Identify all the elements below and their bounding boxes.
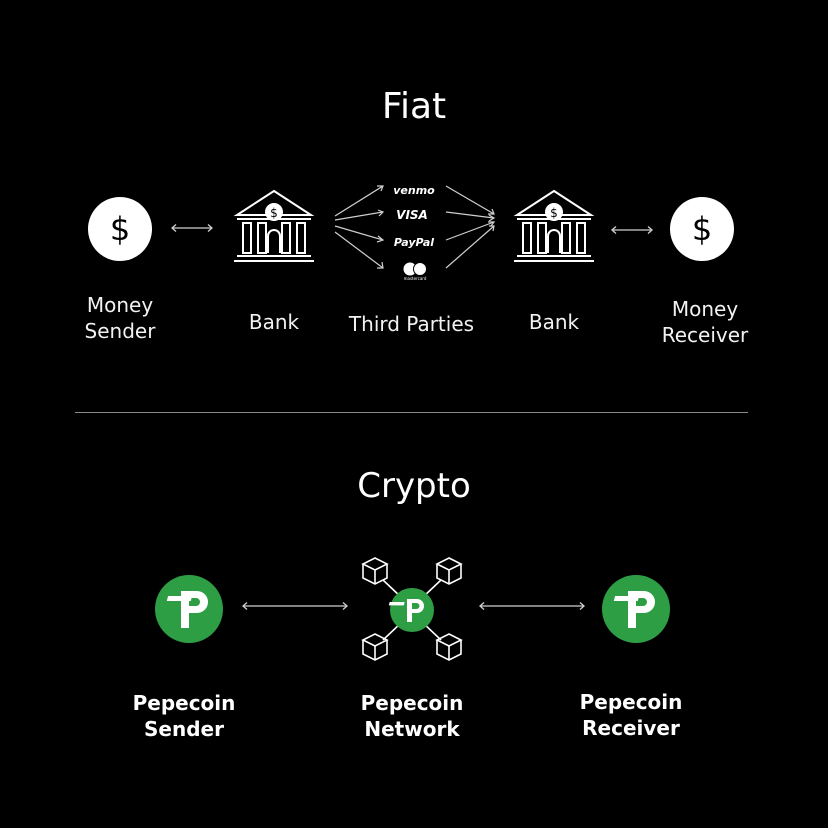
- pepecoin-sender-line1: Pepecoin: [132, 691, 236, 715]
- arrow-sender-network: [242, 602, 348, 610]
- svg-text:$: $: [550, 206, 558, 220]
- pepecoin-receiver-logo-icon: [602, 575, 670, 643]
- money-receiver-line2: Receiver: [661, 323, 749, 347]
- sender-dollar-icon: $: [88, 197, 152, 261]
- bank-left-icon: $: [233, 189, 315, 262]
- pepecoin-network-line1: Pepecoin: [360, 691, 464, 715]
- pepecoin-network-label: Pepecoin Network: [352, 690, 472, 742]
- receiver-dollar-icon: $: [670, 197, 734, 261]
- money-receiver-line1: Money: [671, 297, 739, 321]
- svg-text:$: $: [110, 210, 130, 248]
- paypal-logo: PayPal: [393, 236, 435, 249]
- pepecoin-sender-line2: Sender: [144, 717, 224, 741]
- section-divider: [75, 412, 748, 413]
- bank-left-label: Bank: [248, 310, 300, 334]
- svg-text:$: $: [270, 206, 278, 220]
- arrow-network-receiver: [479, 602, 585, 610]
- arrow-sender-bank: [171, 224, 213, 232]
- arrows-third-parties-to-bank: [445, 185, 496, 269]
- pepecoin-sender-logo-icon: [155, 575, 223, 643]
- bank-right-icon: $: [513, 189, 595, 262]
- mastercard-wordmark: mastercard: [403, 276, 427, 281]
- money-sender-label: Money Sender: [60, 292, 180, 344]
- arrow-bank-receiver: [611, 226, 653, 234]
- pepecoin-network-icon: [361, 557, 463, 661]
- fiat-title: Fiat: [381, 86, 447, 127]
- svg-text:$: $: [692, 210, 712, 248]
- money-receiver-label: Money Receiver: [645, 296, 765, 348]
- pepecoin-receiver-line2: Receiver: [582, 716, 680, 740]
- money-sender-line1: Money: [86, 293, 154, 317]
- crypto-title: Crypto: [357, 466, 471, 506]
- visa-logo: VISA: [396, 208, 428, 222]
- arrows-bank-to-third-parties: [334, 185, 385, 269]
- mastercard-logo-icon: [403, 262, 427, 276]
- pepecoin-sender-label: Pepecoin Sender: [124, 690, 244, 742]
- pepecoin-network-line2: Network: [364, 717, 460, 741]
- money-sender-line2: Sender: [84, 319, 156, 343]
- bank-right-label: Bank: [528, 310, 580, 334]
- pepecoin-receiver-label: Pepecoin Receiver: [571, 689, 691, 741]
- pepecoin-receiver-line1: Pepecoin: [579, 690, 683, 714]
- venmo-logo: venmo: [393, 184, 435, 197]
- third-parties-label: Third Parties: [348, 312, 475, 336]
